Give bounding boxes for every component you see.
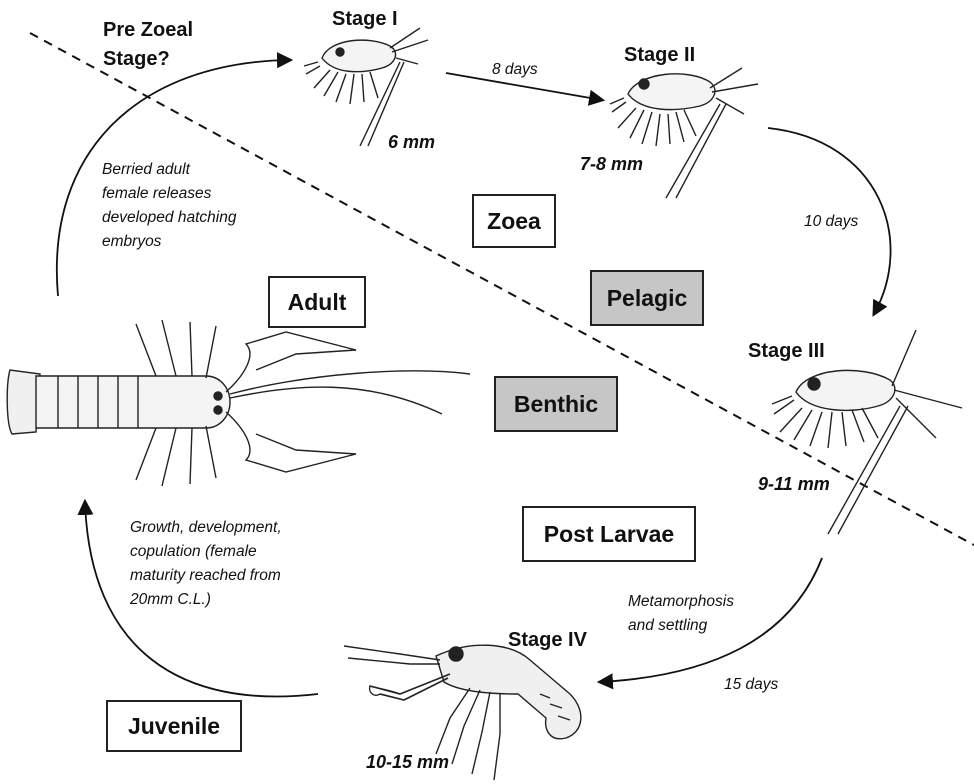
stage-1-size: 6 mm	[388, 132, 435, 153]
benthic-habitat-box: Benthic	[494, 376, 618, 432]
adult-phase-box: Adult	[268, 276, 366, 328]
zoea-phase-box: Zoea	[472, 194, 556, 248]
metamorphosis-note: Metamorphosis and settling	[628, 590, 734, 638]
duration-8-days: 8 days	[492, 61, 538, 79]
pelagic-habitat-box: Pelagic	[590, 270, 704, 326]
stage1-zoea-illustration	[300, 18, 440, 148]
growth-note: Growth, development, copulation (female …	[130, 516, 282, 612]
pre-zoeal-stage-label: Pre Zoeal Stage?	[103, 16, 193, 74]
stage2-zoea-illustration	[608, 58, 768, 203]
stage-1-label: Stage I	[332, 8, 398, 31]
stage-2-label: Stage II	[624, 44, 695, 67]
stage-4-label: Stage IV	[508, 629, 587, 652]
stage-3-size: 9-11 mm	[758, 474, 830, 495]
adult-lobster-illustration	[6, 314, 476, 494]
post-larvae-phase-box: Post Larvae	[522, 506, 696, 562]
stage-3-label: Stage III	[748, 340, 825, 363]
duration-10-days: 10 days	[804, 213, 858, 231]
stage-4-size: 10-15 mm	[366, 752, 449, 773]
juvenile-phase-box: Juvenile	[106, 700, 242, 752]
stage-2-size: 7-8 mm	[580, 154, 643, 175]
berried-adult-note: Berried adult female releases developed …	[102, 158, 236, 254]
duration-15-days: 15 days	[724, 676, 778, 694]
